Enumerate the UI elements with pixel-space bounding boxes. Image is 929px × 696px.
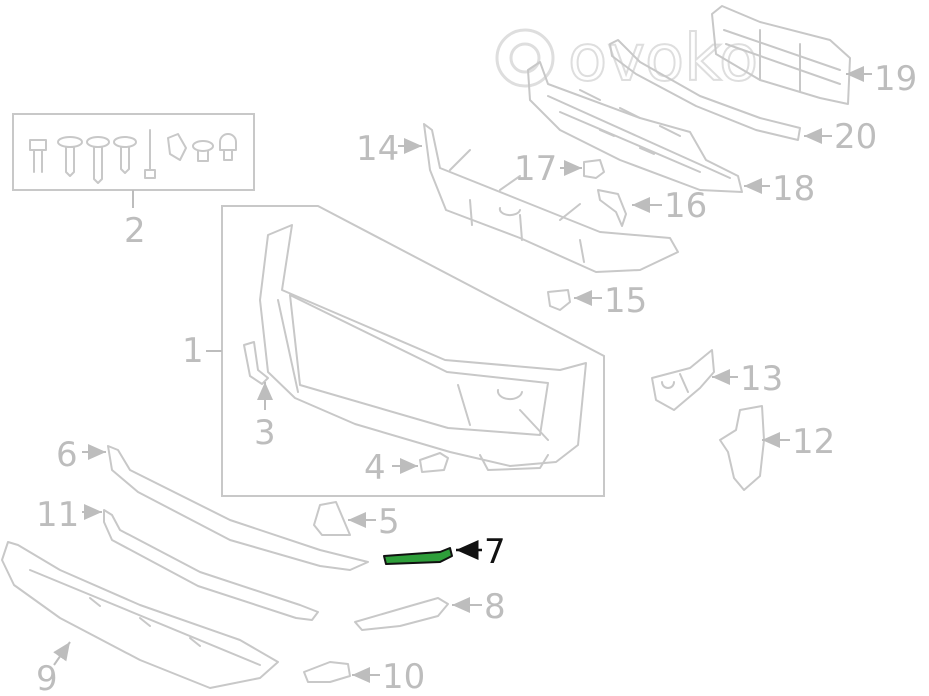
part-10-small-trim[interactable] [303, 661, 380, 683]
part-5-fog-cover[interactable] [313, 501, 376, 536]
part-11-spoiler-trim[interactable] [82, 504, 319, 621]
part-7-trim-strip-highlighted[interactable] [383, 540, 482, 565]
callout-7: 7 [484, 532, 506, 572]
callout-11: 11 [36, 495, 79, 535]
callout-8: 8 [484, 587, 506, 627]
callout-15: 15 [604, 281, 647, 321]
callout-10: 10 [382, 657, 425, 696]
callout-20: 20 [834, 117, 877, 157]
part-8-lower-corner-trim[interactable] [354, 597, 482, 631]
part-2-hardware-kit[interactable] [12, 113, 255, 208]
callout-9: 9 [36, 659, 58, 696]
callout-5: 5 [378, 502, 400, 542]
part-9-underbody-panel[interactable] [1, 541, 279, 689]
part-13-side-bracket[interactable] [651, 349, 738, 411]
part-3-side-bracket[interactable] [243, 341, 273, 410]
part-15-clip[interactable] [547, 289, 602, 311]
callout-12: 12 [792, 422, 835, 462]
callout-14: 14 [356, 129, 399, 169]
callout-6: 6 [56, 435, 78, 475]
callout-17: 17 [514, 149, 557, 189]
callout-19: 19 [874, 59, 917, 99]
part-12-air-guide[interactable] [719, 405, 790, 491]
watermark-text: ovoko [568, 22, 758, 96]
part-14-grille-carrier[interactable] [398, 123, 679, 273]
callout-4: 4 [364, 448, 386, 488]
part-17-clip[interactable] [560, 159, 605, 179]
part-16-bracket[interactable] [597, 189, 662, 227]
part-18-grille-mesh[interactable] [527, 61, 770, 194]
part-6-lower-trim[interactable] [82, 444, 369, 571]
part-1-bumper-cover-assembly[interactable] [221, 205, 605, 497]
part-4-cap[interactable] [392, 452, 449, 474]
callout-1: 1 [182, 331, 204, 371]
callout-16: 16 [664, 186, 707, 226]
callout-18: 18 [772, 169, 815, 209]
callout-2: 2 [124, 211, 146, 251]
part-19-upper-grille[interactable] [711, 5, 872, 105]
callout-13: 13 [740, 359, 783, 399]
watermark-logo: ovoko [495, 21, 759, 97]
part-20-seal-strip[interactable] [609, 39, 832, 144]
callout-3: 3 [254, 413, 276, 453]
